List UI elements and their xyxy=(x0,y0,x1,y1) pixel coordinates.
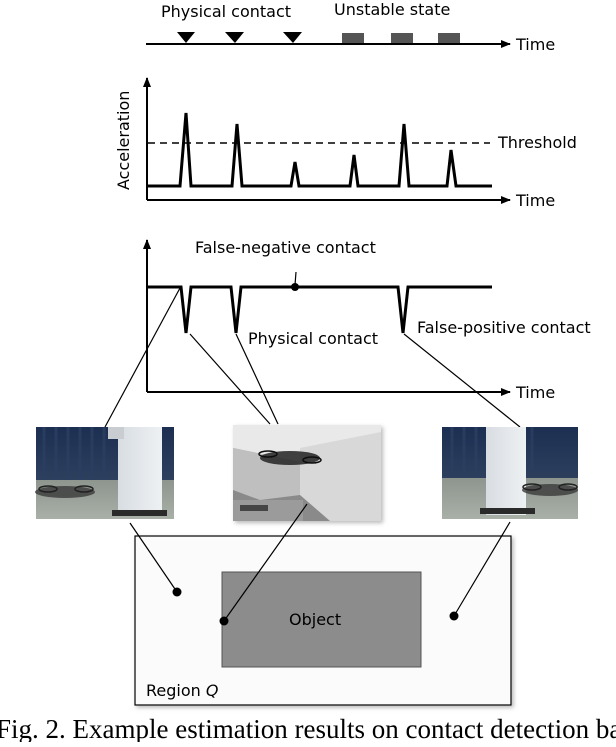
unstable-state-legend-label: Unstable state xyxy=(334,0,450,19)
contact-signal xyxy=(148,285,492,334)
false-negative-leader xyxy=(294,271,297,286)
contact-time-label: Time xyxy=(515,383,555,402)
photo-left-approach xyxy=(35,427,174,519)
false-negative-dot xyxy=(291,283,299,291)
unstable-marker-2 xyxy=(391,33,413,43)
false-positive-label: False-positive contact xyxy=(417,318,591,337)
unstable-marker-3 xyxy=(438,33,460,43)
object-box xyxy=(221,571,422,668)
region-q-label: Region Q xyxy=(146,681,218,700)
physical-contact-label: Physical contact xyxy=(248,329,378,348)
region-q: Object Region Q xyxy=(134,535,512,706)
event-timeline: Physical contact Unstable state Time xyxy=(146,0,555,54)
object-label: Object xyxy=(289,610,341,629)
acceleration-time-label: Time xyxy=(515,191,555,210)
contact-marker-1 xyxy=(177,32,195,43)
contact-marker-2 xyxy=(225,32,244,43)
threshold-label: Threshold xyxy=(497,133,577,152)
region-leader-lines xyxy=(129,503,511,622)
acceleration-y-label: Acceleration xyxy=(114,91,133,190)
acceleration-plot: Acceleration Threshold Time xyxy=(114,77,577,210)
contact-estimation-plot: Time False-negative contact Physical con… xyxy=(143,238,591,402)
photo-middle-contact xyxy=(233,425,381,521)
timeline-time-label: Time xyxy=(515,35,555,54)
unstable-marker-1 xyxy=(342,33,364,43)
figure-caption: Fig. 2. Example estimation results on co… xyxy=(0,714,616,742)
photo-leader-lines xyxy=(104,287,521,428)
contact-marker-3 xyxy=(283,32,302,43)
physical-contact-legend-label: Physical contact xyxy=(161,2,291,21)
acceleration-signal xyxy=(148,112,492,188)
false-negative-label: False-negative contact xyxy=(195,238,376,257)
photo-right-unstable xyxy=(442,427,578,519)
